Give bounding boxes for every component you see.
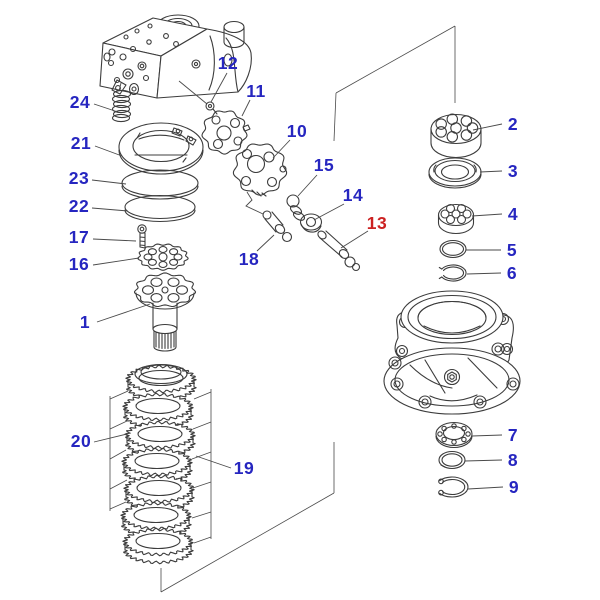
part-17-bolt [137, 224, 147, 249]
part-24-spring [111, 89, 132, 123]
callout-7: 7 [508, 425, 518, 445]
leader-line-2 [472, 123, 503, 131]
part-8-ring [438, 450, 466, 470]
disc-stack-brackets [109, 389, 212, 544]
callout-2: 2 [508, 114, 518, 134]
leader-line-16 [92, 257, 140, 266]
leader-line-9 [467, 486, 504, 490]
assembly-boundary-lines [160, 25, 456, 593]
part-7-bearing [435, 421, 473, 449]
part-2-bearing [430, 113, 482, 159]
part-3-seal [428, 157, 482, 189]
callout-10: 10 [287, 121, 307, 141]
leader-line-19 [195, 455, 232, 469]
leader-line-4 [471, 213, 503, 217]
callout-16: 16 [69, 254, 89, 274]
leader-line-15 [297, 174, 318, 197]
part-6-snap-ring [438, 264, 467, 282]
part-9-snap-ring [438, 476, 469, 498]
leader-line-17 [92, 238, 137, 242]
part-5-ring [439, 239, 467, 259]
callout-3: 3 [508, 161, 518, 181]
housing-case [383, 290, 521, 415]
callout-8: 8 [508, 450, 518, 470]
leader-line-22 [91, 207, 129, 212]
leader-line-7 [471, 434, 503, 437]
part-4-bearing [437, 203, 475, 235]
leader-line-14 [313, 203, 345, 221]
callout-13: 13 [367, 213, 387, 233]
callout-9: 9 [509, 477, 519, 497]
callout-24: 24 [70, 92, 90, 112]
part-1-gear-shaft [133, 272, 197, 352]
disc-stack [120, 363, 197, 565]
callout-5: 5 [507, 240, 517, 260]
leader-line-10 [272, 139, 291, 159]
leader-line-6 [466, 272, 502, 275]
motor-assembly [99, 14, 252, 105]
callout-19: 19 [234, 458, 254, 478]
callout-4: 4 [508, 204, 518, 224]
callout-20: 20 [71, 431, 91, 451]
callout-12: 12 [218, 53, 238, 73]
leader-line-18 [256, 234, 275, 252]
part-18-valve [262, 210, 293, 243]
part-15-plug [286, 194, 306, 221]
part-14-bushing [299, 213, 323, 233]
leader-line-20 [93, 432, 132, 443]
leader-line-3 [479, 170, 503, 173]
callout-15: 15 [314, 155, 334, 175]
leader-line-23 [91, 179, 127, 185]
part-22-oring [124, 194, 196, 223]
callout-1: 1 [80, 312, 90, 332]
callout-14: 14 [343, 185, 363, 205]
leader-line-8 [464, 459, 503, 462]
part-11-valve-plate [201, 110, 251, 155]
leader-line-1 [96, 303, 151, 323]
callout-23: 23 [69, 168, 89, 188]
callout-17: 17 [69, 227, 89, 247]
leader-line-11 [241, 99, 251, 117]
callout-21: 21 [71, 133, 91, 153]
leader-line-21 [94, 145, 123, 157]
callout-18: 18 [239, 249, 259, 269]
leader-lines [91, 72, 504, 490]
leader-line-13 [340, 230, 369, 249]
part-10-valve-plate [232, 143, 288, 215]
callout-6: 6 [507, 263, 517, 283]
part-12-pin [205, 101, 218, 115]
part-16-plate [137, 243, 189, 271]
part-13-valve [317, 230, 361, 272]
part-21-cover [118, 122, 204, 175]
leader-line-12 [210, 72, 228, 103]
leader-line-24 [93, 103, 119, 113]
callout-22: 22 [69, 196, 89, 216]
callout-11: 11 [246, 81, 266, 101]
